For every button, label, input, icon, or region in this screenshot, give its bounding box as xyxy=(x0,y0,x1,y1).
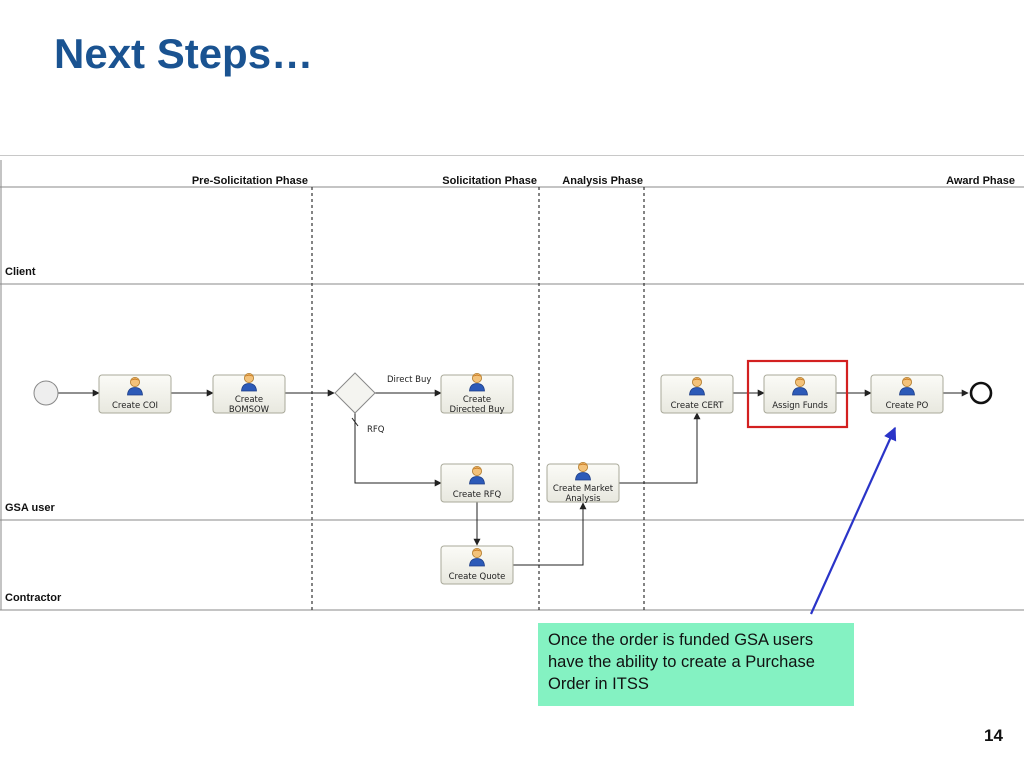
phase-separators xyxy=(311,187,645,610)
task-label-line: Create xyxy=(463,395,491,405)
task-create-bomsow[interactable]: Create BOMSOW xyxy=(212,372,286,415)
phase-label-award: Award Phase xyxy=(946,175,1015,187)
lane-label-client: Client xyxy=(5,266,36,278)
task-label-line: Create Market xyxy=(553,484,614,494)
task-label-line: Create CERT xyxy=(671,401,725,411)
task-label-line: Directed Buy xyxy=(449,405,504,415)
end-event xyxy=(969,381,993,405)
page-number: 14 xyxy=(984,726,1003,745)
callout-pointer-arrow xyxy=(809,426,897,615)
sequence-flows xyxy=(58,389,969,566)
phase-label-pre-solicitation: Pre-Solicitation Phase xyxy=(192,175,308,187)
callout-note: Once the order is funded GSA users have … xyxy=(538,623,854,706)
assign-funds-highlight xyxy=(746,359,849,429)
task-label-line: Analysis xyxy=(565,494,601,504)
task-create-directed-buy[interactable]: Create Directed Buy xyxy=(440,372,514,415)
task-create-po[interactable]: Create PO xyxy=(870,374,944,414)
task-label-line: BOMSOW xyxy=(229,405,270,415)
task-label-line: Create Quote xyxy=(449,572,506,582)
task-create-coi[interactable]: Create COI xyxy=(98,374,172,414)
title-divider xyxy=(0,155,1024,156)
task-create-quote[interactable]: Create Quote xyxy=(440,545,514,585)
task-create-cert[interactable]: Create CERT xyxy=(660,374,734,414)
start-event xyxy=(33,380,59,406)
task-label-line: Create xyxy=(235,395,263,405)
task-label-line: Assign Funds xyxy=(772,401,828,411)
task-assign-funds[interactable]: Assign Funds xyxy=(763,374,837,414)
task-create-rfq[interactable]: Create RFQ xyxy=(440,463,514,503)
lane-label-contractor: Contractor xyxy=(5,592,62,604)
flow-label-direct-buy: Direct Buy xyxy=(387,375,431,385)
lane-label-gsa-user: GSA user xyxy=(5,502,55,514)
decision-gateway xyxy=(334,372,376,414)
flow-label-rfq: RFQ xyxy=(367,425,385,435)
task-label-line: Create RFQ xyxy=(453,490,502,500)
phase-label-solicitation: Solicitation Phase xyxy=(442,175,537,187)
task-create-market-analysis[interactable]: Create Market Analysis xyxy=(546,461,620,504)
task-label-line: Create PO xyxy=(886,401,929,411)
task-label-line: Create COI xyxy=(112,401,158,411)
slide-title: Next Steps… xyxy=(54,30,314,77)
phase-label-analysis: Analysis Phase xyxy=(562,175,643,187)
